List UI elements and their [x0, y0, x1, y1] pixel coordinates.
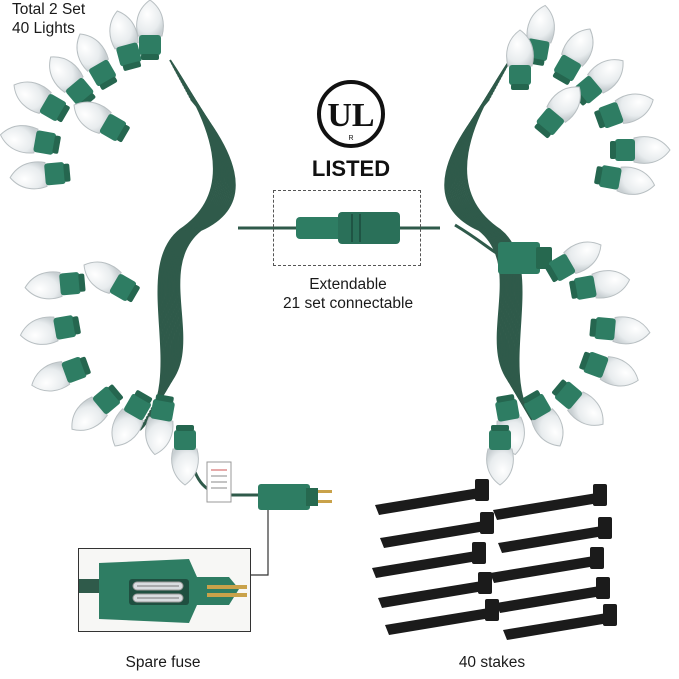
bulb — [9, 161, 71, 190]
stake — [503, 604, 617, 640]
ul-letters: UL — [327, 97, 374, 134]
bulb — [534, 86, 581, 138]
bulb — [76, 33, 118, 90]
headline-line-1: Total 2 Set — [12, 1, 86, 18]
bulb — [171, 425, 199, 486]
bulbs-group — [0, 0, 671, 486]
ul-listed-text: LISTED — [312, 156, 390, 181]
bulb — [552, 28, 594, 85]
connector-callout: Extendable 21 set connectable — [248, 275, 448, 313]
male-plug — [258, 484, 332, 510]
fuse-closeup-inset — [78, 548, 251, 632]
fuse-callout-label: Spare fuse — [125, 654, 201, 671]
bulb — [19, 315, 81, 345]
bulb — [545, 241, 602, 283]
bulb — [136, 0, 164, 60]
bulb — [589, 316, 651, 345]
stake — [496, 577, 610, 613]
stake — [380, 512, 494, 548]
bulb — [83, 261, 140, 303]
bulb — [486, 425, 514, 486]
bulb — [49, 56, 96, 108]
bulb — [111, 390, 153, 447]
connector-callout-line-1: Extendable — [309, 276, 387, 293]
stake — [490, 547, 604, 583]
bulb — [594, 93, 654, 129]
stakes-callout-label: 40 stakes — [458, 654, 526, 671]
bulb — [552, 379, 604, 426]
stake — [493, 484, 607, 520]
bulb — [145, 394, 175, 456]
right-wire-bundle — [444, 59, 541, 431]
bulb — [13, 81, 70, 123]
bulb — [24, 271, 86, 300]
female-plug-cable — [454, 223, 501, 257]
headline-line-2: 40 Lights — [12, 20, 75, 37]
bulb — [522, 390, 564, 447]
female-plug — [498, 242, 552, 274]
bulb — [594, 165, 656, 195]
wire-strand — [160, 98, 236, 392]
fuse-tag — [206, 461, 232, 503]
ul-registered: R — [348, 135, 353, 142]
bulb — [569, 270, 631, 300]
connector-highlight-box — [273, 190, 421, 266]
stakes-group — [372, 479, 617, 640]
bulb — [71, 384, 123, 431]
stake — [498, 517, 612, 553]
connector-callout-line-2: 21 set connectable — [282, 295, 414, 312]
bulb — [73, 101, 130, 143]
ul-listed-logo: UL R LISTED — [312, 80, 390, 181]
stake — [378, 572, 492, 608]
fuse-callout-line — [251, 510, 269, 576]
bulb — [31, 356, 91, 392]
inline-connector — [296, 212, 400, 244]
stake — [385, 599, 499, 635]
ul-circle — [317, 80, 385, 148]
bulb — [610, 136, 671, 164]
bulb — [109, 10, 142, 71]
stake — [375, 479, 489, 515]
bulb — [0, 125, 61, 155]
bulb — [579, 351, 639, 387]
headline: Total 2 Set 40 Lights — [12, 0, 85, 38]
stake — [372, 542, 486, 578]
bulb — [572, 59, 624, 106]
fuse-closeup-image — [79, 559, 247, 623]
wire-strand — [444, 98, 520, 392]
bulb — [506, 29, 534, 90]
left-wire-bundle — [139, 59, 236, 431]
